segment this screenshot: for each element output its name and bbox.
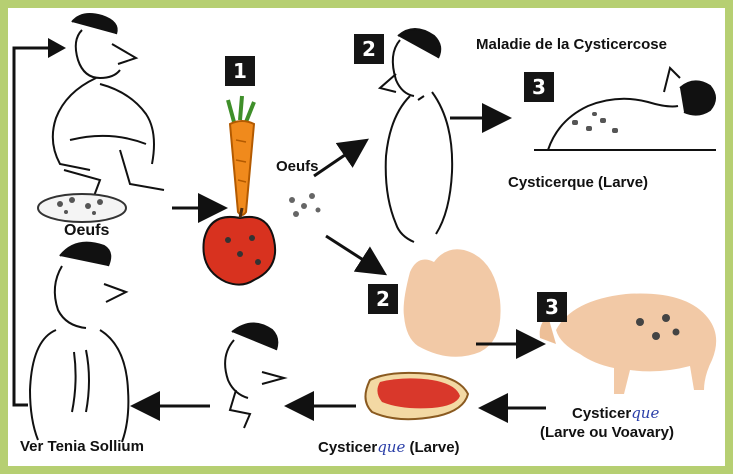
arrow-icon	[326, 236, 382, 272]
step-badge-carrot: 1	[225, 56, 255, 86]
standing-person-icon	[380, 29, 452, 242]
label-meat-larva: Cysticerque (Larve)	[318, 438, 460, 456]
label-adult-worm: Ver Tenia Sollium	[20, 438, 144, 455]
step-badge-human-cyst: 3	[524, 72, 554, 102]
diagram-title: Maladie de la Cysticercose	[476, 36, 667, 53]
sick-person-icon	[30, 243, 128, 442]
step-badge-pig-head: 2	[368, 284, 398, 314]
label-pig-larva-line2: (Larve ou Voavary)	[540, 424, 674, 441]
stool-icon	[38, 194, 126, 222]
label-pig-larva-printed: Cysticer	[572, 405, 631, 422]
eating-person-icon	[225, 323, 284, 428]
label-eggs-left: Oeufs	[64, 222, 109, 240]
step-badge-human-top: 2	[354, 34, 384, 64]
carrot-icon	[228, 96, 254, 215]
squatting-person-icon	[53, 14, 164, 196]
lying-person-icon	[534, 68, 716, 150]
step-badge-pig: 3	[537, 292, 567, 322]
meat-steak-icon	[365, 373, 468, 419]
label-meat-larva-printed: Cysticer	[318, 439, 377, 456]
label-larva-human: Cysticerque (Larve)	[508, 174, 648, 191]
pig-head-icon	[404, 249, 501, 357]
label-meat-larva-suffix: (Larve)	[410, 439, 460, 456]
label-meat-larva-handwritten: que	[377, 438, 405, 456]
label-pig-larva-handwritten: que	[631, 404, 659, 422]
cyst-dots-human	[572, 112, 618, 133]
arrow-icon	[314, 142, 364, 176]
eggs-dots-food	[289, 193, 321, 217]
label-eggs-right: Oeufs	[276, 158, 319, 175]
apple-icon	[203, 208, 275, 285]
cycle-loop-arrow	[14, 38, 66, 405]
label-pig-larva: Cysticerque	[572, 404, 659, 422]
